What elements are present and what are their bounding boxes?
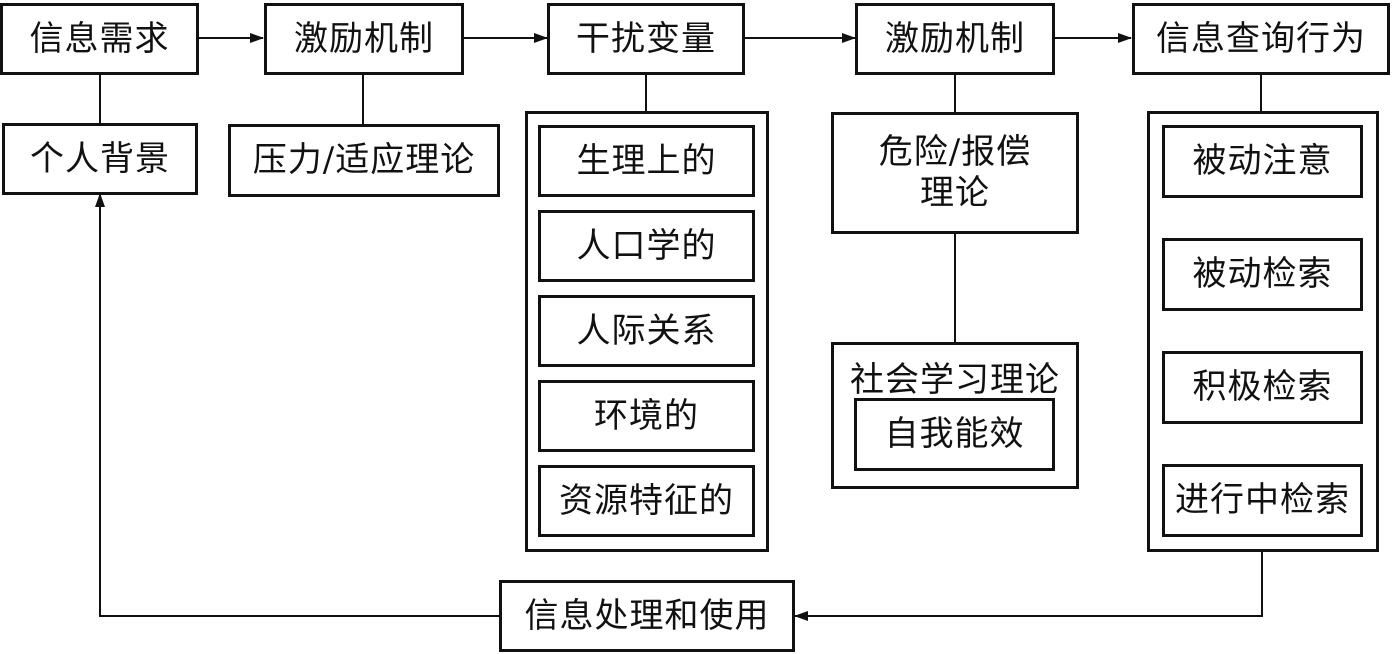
seeking-item: 进行中检索 xyxy=(1162,464,1363,537)
seeking-item-label: 被动注意 xyxy=(1192,141,1333,182)
iv-item-label: 人口学的 xyxy=(576,225,717,266)
node-risk-reward-theory: 危险/报偿 理论 xyxy=(831,112,1079,234)
node-stress-coping-theory: 压力/适应理论 xyxy=(228,124,500,197)
seeking-item: 积极检索 xyxy=(1162,351,1363,424)
seeking-item: 被动注意 xyxy=(1162,125,1363,198)
iv-item: 资源特征的 xyxy=(538,465,755,537)
iv-item: 人口学的 xyxy=(538,210,755,282)
node-self-efficacy: 自我能效 xyxy=(854,398,1055,471)
node-info-need-label: 信息需求 xyxy=(29,18,170,59)
arrow-processing-to-background xyxy=(95,193,500,617)
node-motivation-1: 激励机制 xyxy=(264,3,464,75)
iv-item: 环境的 xyxy=(538,380,755,452)
node-risk-reward-line2: 理论 xyxy=(920,173,990,213)
arrow-seeking-to-processing xyxy=(794,551,1263,621)
node-motivation-1-label: 激励机制 xyxy=(294,18,434,59)
node-info-need: 信息需求 xyxy=(0,3,199,75)
node-info-seeking-label: 信息查询行为 xyxy=(1156,18,1366,59)
iv-item-label: 生理上的 xyxy=(576,140,717,181)
node-info-processing-use: 信息处理和使用 xyxy=(499,580,795,652)
node-info-processing-label: 信息处理和使用 xyxy=(524,595,770,636)
iv-item: 生理上的 xyxy=(538,125,755,197)
node-self-efficacy-label: 自我能效 xyxy=(884,414,1025,455)
iv-item-label: 人际关系 xyxy=(576,310,717,351)
seeking-item: 被动检索 xyxy=(1162,238,1363,311)
seeking-item-label: 进行中检索 xyxy=(1175,480,1350,521)
node-stress-coping-label: 压力/适应理论 xyxy=(252,140,476,181)
node-motivation-2-label: 激励机制 xyxy=(885,18,1025,59)
node-personal-background-label: 个人背景 xyxy=(30,138,170,179)
node-intervening-label: 干扰变量 xyxy=(576,18,716,59)
node-info-seeking-behavior: 信息查询行为 xyxy=(1132,3,1390,75)
iv-item-label: 环境的 xyxy=(594,395,699,436)
node-intervening-variables: 干扰变量 xyxy=(547,3,745,75)
node-risk-reward-line1: 危险/报偿 xyxy=(878,132,1032,173)
seeking-item-label: 被动检索 xyxy=(1192,254,1333,295)
iv-item-label: 资源特征的 xyxy=(559,480,734,521)
iv-item: 人际关系 xyxy=(538,295,755,367)
node-motivation-2: 激励机制 xyxy=(855,3,1055,75)
node-personal-background: 个人背景 xyxy=(2,123,198,195)
seeking-item-label: 积极检索 xyxy=(1192,367,1333,408)
node-social-learning-label: 社会学习理论 xyxy=(850,360,1060,400)
